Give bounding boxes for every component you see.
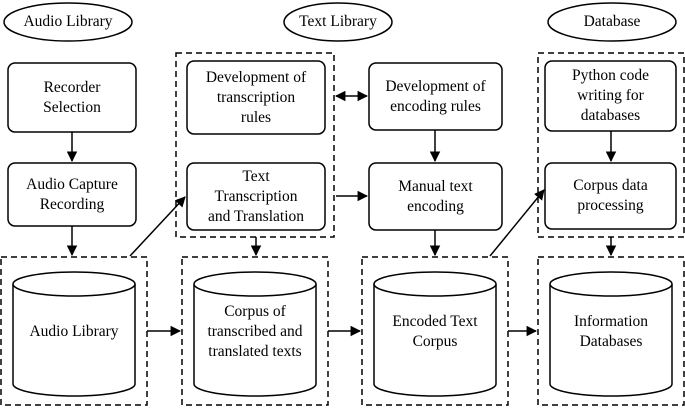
header-database-ellipse — [547, 2, 677, 42]
cylinder-corpus-texts — [193, 271, 317, 397]
cylinder-audio-library — [12, 271, 136, 397]
arrow-encoded-store-to-database-group — [489, 189, 545, 257]
label-corpus-processing: Corpus data processing — [573, 177, 648, 214]
cylinder-encoded-corpus — [373, 271, 497, 397]
label-store-audio-library: Audio Library — [29, 323, 119, 340]
label-python-code: Python code writing for databases — [571, 67, 650, 124]
header-text-library-ellipse — [283, 2, 393, 42]
box-corpus-processing — [544, 162, 677, 230]
label-audio-capture: Audio Capture Recording — [26, 175, 118, 213]
header-audio-library: Audio Library — [23, 13, 113, 30]
box-text-transcription — [186, 162, 326, 231]
label-manual-encoding: Manual text encoding — [398, 177, 473, 215]
label-store-information-databases: Information Databases — [573, 313, 649, 350]
header-text-library: Text Library — [299, 13, 377, 30]
label-text-transcription: Text Transcription and Translation — [207, 167, 305, 225]
group-transcription-dashed — [175, 52, 335, 238]
header-audio-library-ellipse — [3, 2, 133, 42]
group-info-store-dashed — [537, 256, 685, 406]
label-store-encoded-corpus: Encoded Text Corpus — [392, 313, 478, 350]
box-dev-transcription-rules — [186, 60, 326, 135]
label-dev-encoding-rules: Development of encoding rules — [385, 77, 486, 115]
arrow-audio-store-to-transcription — [129, 196, 186, 257]
label-recorder-selection: Recorder Selection — [43, 78, 101, 116]
cylinder-information-databases — [549, 271, 673, 397]
header-database: Database — [583, 13, 641, 30]
label-store-corpus-texts: Corpus of transcribed and translated tex… — [207, 303, 303, 360]
label-dev-transcription-rules: Development of transcription rules — [205, 68, 307, 126]
